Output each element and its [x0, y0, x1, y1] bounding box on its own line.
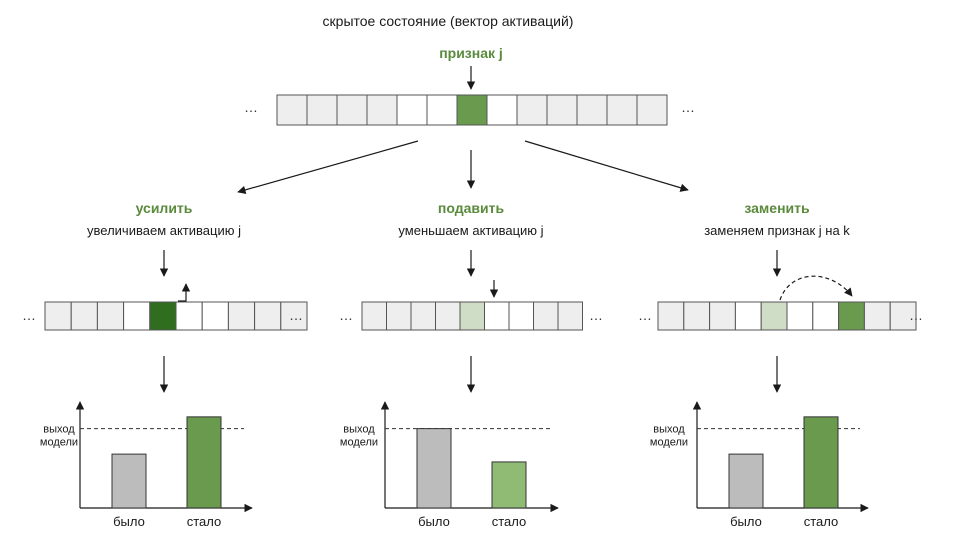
ellipsis-left: …: [638, 307, 652, 323]
activation-vector: [361, 301, 583, 331]
vector-cell: [386, 301, 412, 331]
hidden-state-vector: [276, 94, 668, 126]
bar-label: было: [418, 514, 450, 529]
bar-before: [728, 453, 764, 509]
vector-cell: [366, 94, 398, 126]
bar-label: было: [113, 514, 145, 529]
activation-vector: [657, 301, 917, 331]
vector-cell: [175, 301, 203, 331]
vector-cell: [786, 301, 814, 331]
vector-cell: [361, 301, 387, 331]
vector-cell: [508, 301, 534, 331]
increase-arrow-icon: [178, 283, 191, 302]
vector-cell: [709, 301, 736, 331]
vector-cell: [70, 301, 98, 331]
vector-cell: [606, 94, 638, 126]
panel-title: заменить: [744, 200, 810, 216]
y-axis-label: выход: [343, 424, 375, 436]
vector-cell: [201, 301, 229, 331]
vector-cell: [410, 301, 436, 331]
vector-cell: [336, 94, 368, 126]
vector-cell: [44, 301, 72, 331]
vector-cell: [459, 301, 485, 331]
vector-cell: [636, 94, 668, 126]
ellipsis-right: …: [589, 307, 603, 323]
panel-description: увеличиваем активацию j: [87, 223, 241, 238]
bar-before: [416, 428, 452, 509]
vector-cell: [96, 301, 125, 331]
vector-cell: [396, 94, 428, 126]
bar-label: стало: [804, 514, 839, 529]
vector-cell: [254, 301, 282, 331]
vector-cell: [889, 301, 917, 331]
vector-cell: [576, 94, 608, 126]
vector-cell: [812, 301, 840, 331]
top-vector-ellipsis-left: …: [244, 99, 258, 115]
y-axis-label: модели: [40, 437, 78, 449]
y-axis-label: выход: [653, 424, 685, 436]
bar-label: было: [730, 514, 762, 529]
panel-description: заменяем признак j на k: [704, 223, 850, 238]
panel-suppress: подавить уменьшаем активацию j … … выход…: [339, 200, 603, 529]
vector-cell: [533, 301, 559, 331]
panel-amplify: усилить увеличиваем активацию j … … выхо…: [22, 200, 308, 529]
vector-cell: [557, 301, 583, 331]
panel-title: усилить: [136, 200, 193, 216]
branch-arrow-right: [524, 140, 689, 192]
vector-cell: [123, 301, 151, 331]
diagram-title: скрытое состояние (вектор активаций): [323, 13, 574, 29]
panel-description: уменьшаем активацию j: [398, 223, 543, 238]
bar-after: [491, 461, 527, 509]
panel-replace: заменить заменяем признак j на k … … вых…: [638, 200, 923, 529]
vector-cell: [486, 94, 518, 126]
bar-after: [186, 416, 222, 509]
vector-cell: [456, 94, 488, 126]
vector-cell: [276, 94, 308, 126]
panel-title: подавить: [438, 200, 505, 216]
activation-vector: [44, 301, 308, 331]
ellipsis-left: …: [22, 307, 36, 323]
ellipsis-right: …: [909, 307, 923, 323]
vector-cell: [863, 301, 891, 331]
vector-cell: [760, 301, 788, 331]
vector-cell: [227, 301, 256, 331]
y-axis-label: выход: [43, 424, 75, 436]
vector-cell: [484, 301, 510, 331]
vector-cell: [435, 301, 461, 331]
vector-cell: [838, 301, 865, 331]
y-axis-label: модели: [340, 437, 378, 449]
feature-j-label: признак j: [439, 45, 503, 61]
vector-cell: [657, 301, 685, 331]
vector-cell: [546, 94, 578, 126]
bar-after: [803, 416, 839, 509]
vector-cell: [306, 94, 338, 126]
branch-arrow-left: [237, 140, 419, 194]
ellipsis-right: …: [289, 307, 303, 323]
y-axis-label: модели: [650, 437, 688, 449]
vector-cell: [516, 94, 548, 126]
vector-cell: [280, 301, 308, 331]
bar-before: [111, 453, 147, 509]
vector-cell: [149, 301, 177, 331]
top-vector-ellipsis-right: …: [681, 99, 695, 115]
bar-label: стало: [492, 514, 527, 529]
vector-cell: [683, 301, 711, 331]
vector-cell: [734, 301, 762, 331]
replace-curve-arrow-icon: [779, 275, 853, 301]
bar-label: стало: [187, 514, 222, 529]
ellipsis-left: …: [339, 307, 353, 323]
vector-cell: [426, 94, 458, 126]
